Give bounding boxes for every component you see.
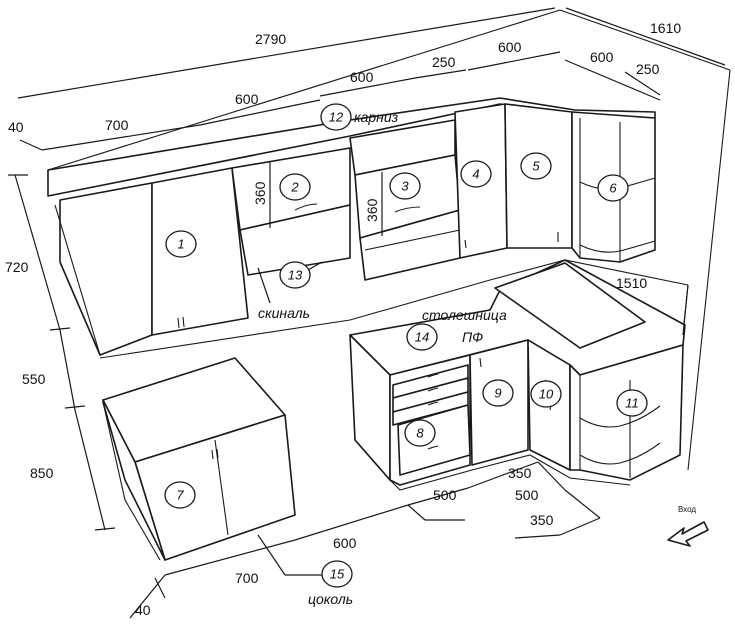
dim-600-upper2: 600 (350, 69, 374, 85)
marker-5: 5 (520, 152, 552, 180)
svg-text:14: 14 (415, 330, 429, 345)
label-karniz: карниз (354, 109, 399, 125)
label-skinal: скиналь (258, 305, 310, 321)
svg-text:1: 1 (177, 237, 184, 252)
dim-350-a: 350 (508, 465, 532, 481)
dim-40-bottom: 40 (135, 602, 151, 618)
dim-500-b: 500 (515, 487, 539, 503)
svg-text:4: 4 (472, 167, 479, 182)
marker-9: 9 (482, 379, 514, 407)
marker-12: 12 (320, 103, 352, 131)
dim-40-top: 40 (8, 119, 24, 135)
svg-text:3: 3 (401, 179, 409, 194)
dim-500-a: 500 (433, 487, 457, 503)
marker-15: 15 (321, 560, 353, 588)
svg-text:15: 15 (330, 567, 345, 582)
marker-13: 13 (279, 261, 311, 289)
marker-2: 2 (279, 173, 311, 201)
marker-1: 1 (165, 230, 197, 258)
dimension-lines (8, 7, 726, 619)
dim-2790: 2790 (255, 31, 286, 47)
dim-360-b: 360 (364, 198, 380, 222)
dim-700-top: 700 (105, 117, 129, 133)
text-labels: карниз скиналь столешница ПФ цоколь (258, 109, 507, 607)
dim-550: 550 (22, 371, 46, 387)
label-stoleshnitsa: столешница (422, 307, 507, 323)
label-tsokol: цоколь (308, 591, 353, 607)
marker-8: 8 (404, 419, 436, 447)
dim-600-bottom: 600 (333, 535, 357, 551)
dim-250-right: 250 (636, 61, 660, 77)
svg-text:7: 7 (176, 488, 184, 503)
svg-text:2: 2 (290, 180, 299, 195)
svg-text:8: 8 (416, 426, 424, 441)
svg-text:11: 11 (625, 396, 639, 411)
marker-7: 7 (164, 481, 196, 509)
marker-4: 4 (460, 160, 492, 188)
svg-text:13: 13 (288, 268, 303, 283)
label-pf: ПФ (462, 329, 483, 345)
room-walls (47, 9, 731, 471)
label-vkhod: Вход (678, 505, 696, 514)
dim-700-bottom: 700 (235, 570, 259, 586)
marker-14: 14 (406, 323, 438, 351)
entrance-arrow: Вход (667, 505, 709, 547)
dim-720: 720 (5, 259, 29, 275)
dim-360-a: 360 (252, 181, 268, 205)
svg-text:9: 9 (494, 386, 501, 401)
marker-6: 6 (597, 174, 629, 202)
svg-text:10: 10 (539, 387, 554, 402)
dimension-labels: 2790 1610 600 250 600 250 40 700 600 600… (5, 20, 681, 618)
dim-1610: 1610 (650, 20, 681, 36)
dim-1510: 1510 (616, 275, 647, 291)
marker-11: 11 (616, 389, 648, 417)
dim-600-top: 600 (498, 39, 522, 55)
svg-text:12: 12 (329, 110, 344, 125)
lower-cabinets (102, 259, 686, 561)
dim-350-b: 350 (530, 512, 554, 528)
svg-text:6: 6 (609, 181, 617, 196)
svg-text:5: 5 (532, 159, 540, 174)
dim-850: 850 (30, 465, 54, 481)
item-markers: 1 2 3 4 5 6 7 8 9 10 11 12 13 14 15 (164, 103, 648, 588)
marker-10: 10 (530, 380, 562, 408)
dim-600-top-right: 600 (590, 49, 614, 65)
marker-3: 3 (389, 172, 421, 200)
dim-600-upper: 600 (235, 91, 259, 107)
dim-250-top: 250 (432, 54, 456, 70)
